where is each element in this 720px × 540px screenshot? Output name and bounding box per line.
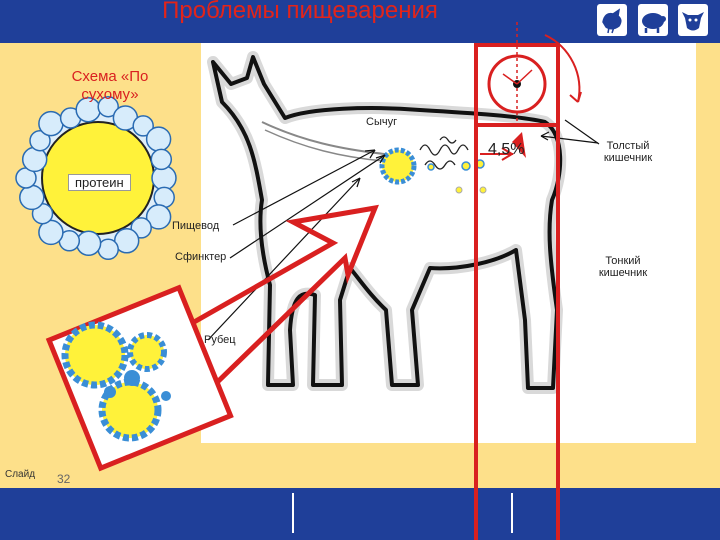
label-rumen: Рубец: [204, 334, 236, 346]
scheme-title: Схема «По сухому»: [60, 68, 160, 104]
protein-ball: [147, 127, 171, 151]
slide-number: 32: [57, 472, 70, 486]
label-small-intestine: Тонкий кишечник: [588, 255, 658, 279]
label-abomasum: Сычуг: [366, 116, 397, 128]
protein-ball: [151, 149, 171, 169]
label-protein: протеин: [68, 174, 131, 191]
protein-ball: [23, 147, 47, 171]
label-sphincter: Сфинктер: [175, 251, 226, 263]
slide-label: Слайд: [5, 469, 35, 480]
protein-ball: [77, 231, 101, 255]
ph-value: 4,5%: [488, 141, 524, 159]
protein-ball: [39, 112, 63, 136]
label-esophagus: Пищевод: [172, 220, 219, 232]
label-large-intestine: Толстый кишечник: [593, 140, 663, 164]
intestine-coils: [420, 137, 468, 169]
protein-ball: [20, 185, 44, 209]
abomasum-particle: [382, 150, 414, 182]
